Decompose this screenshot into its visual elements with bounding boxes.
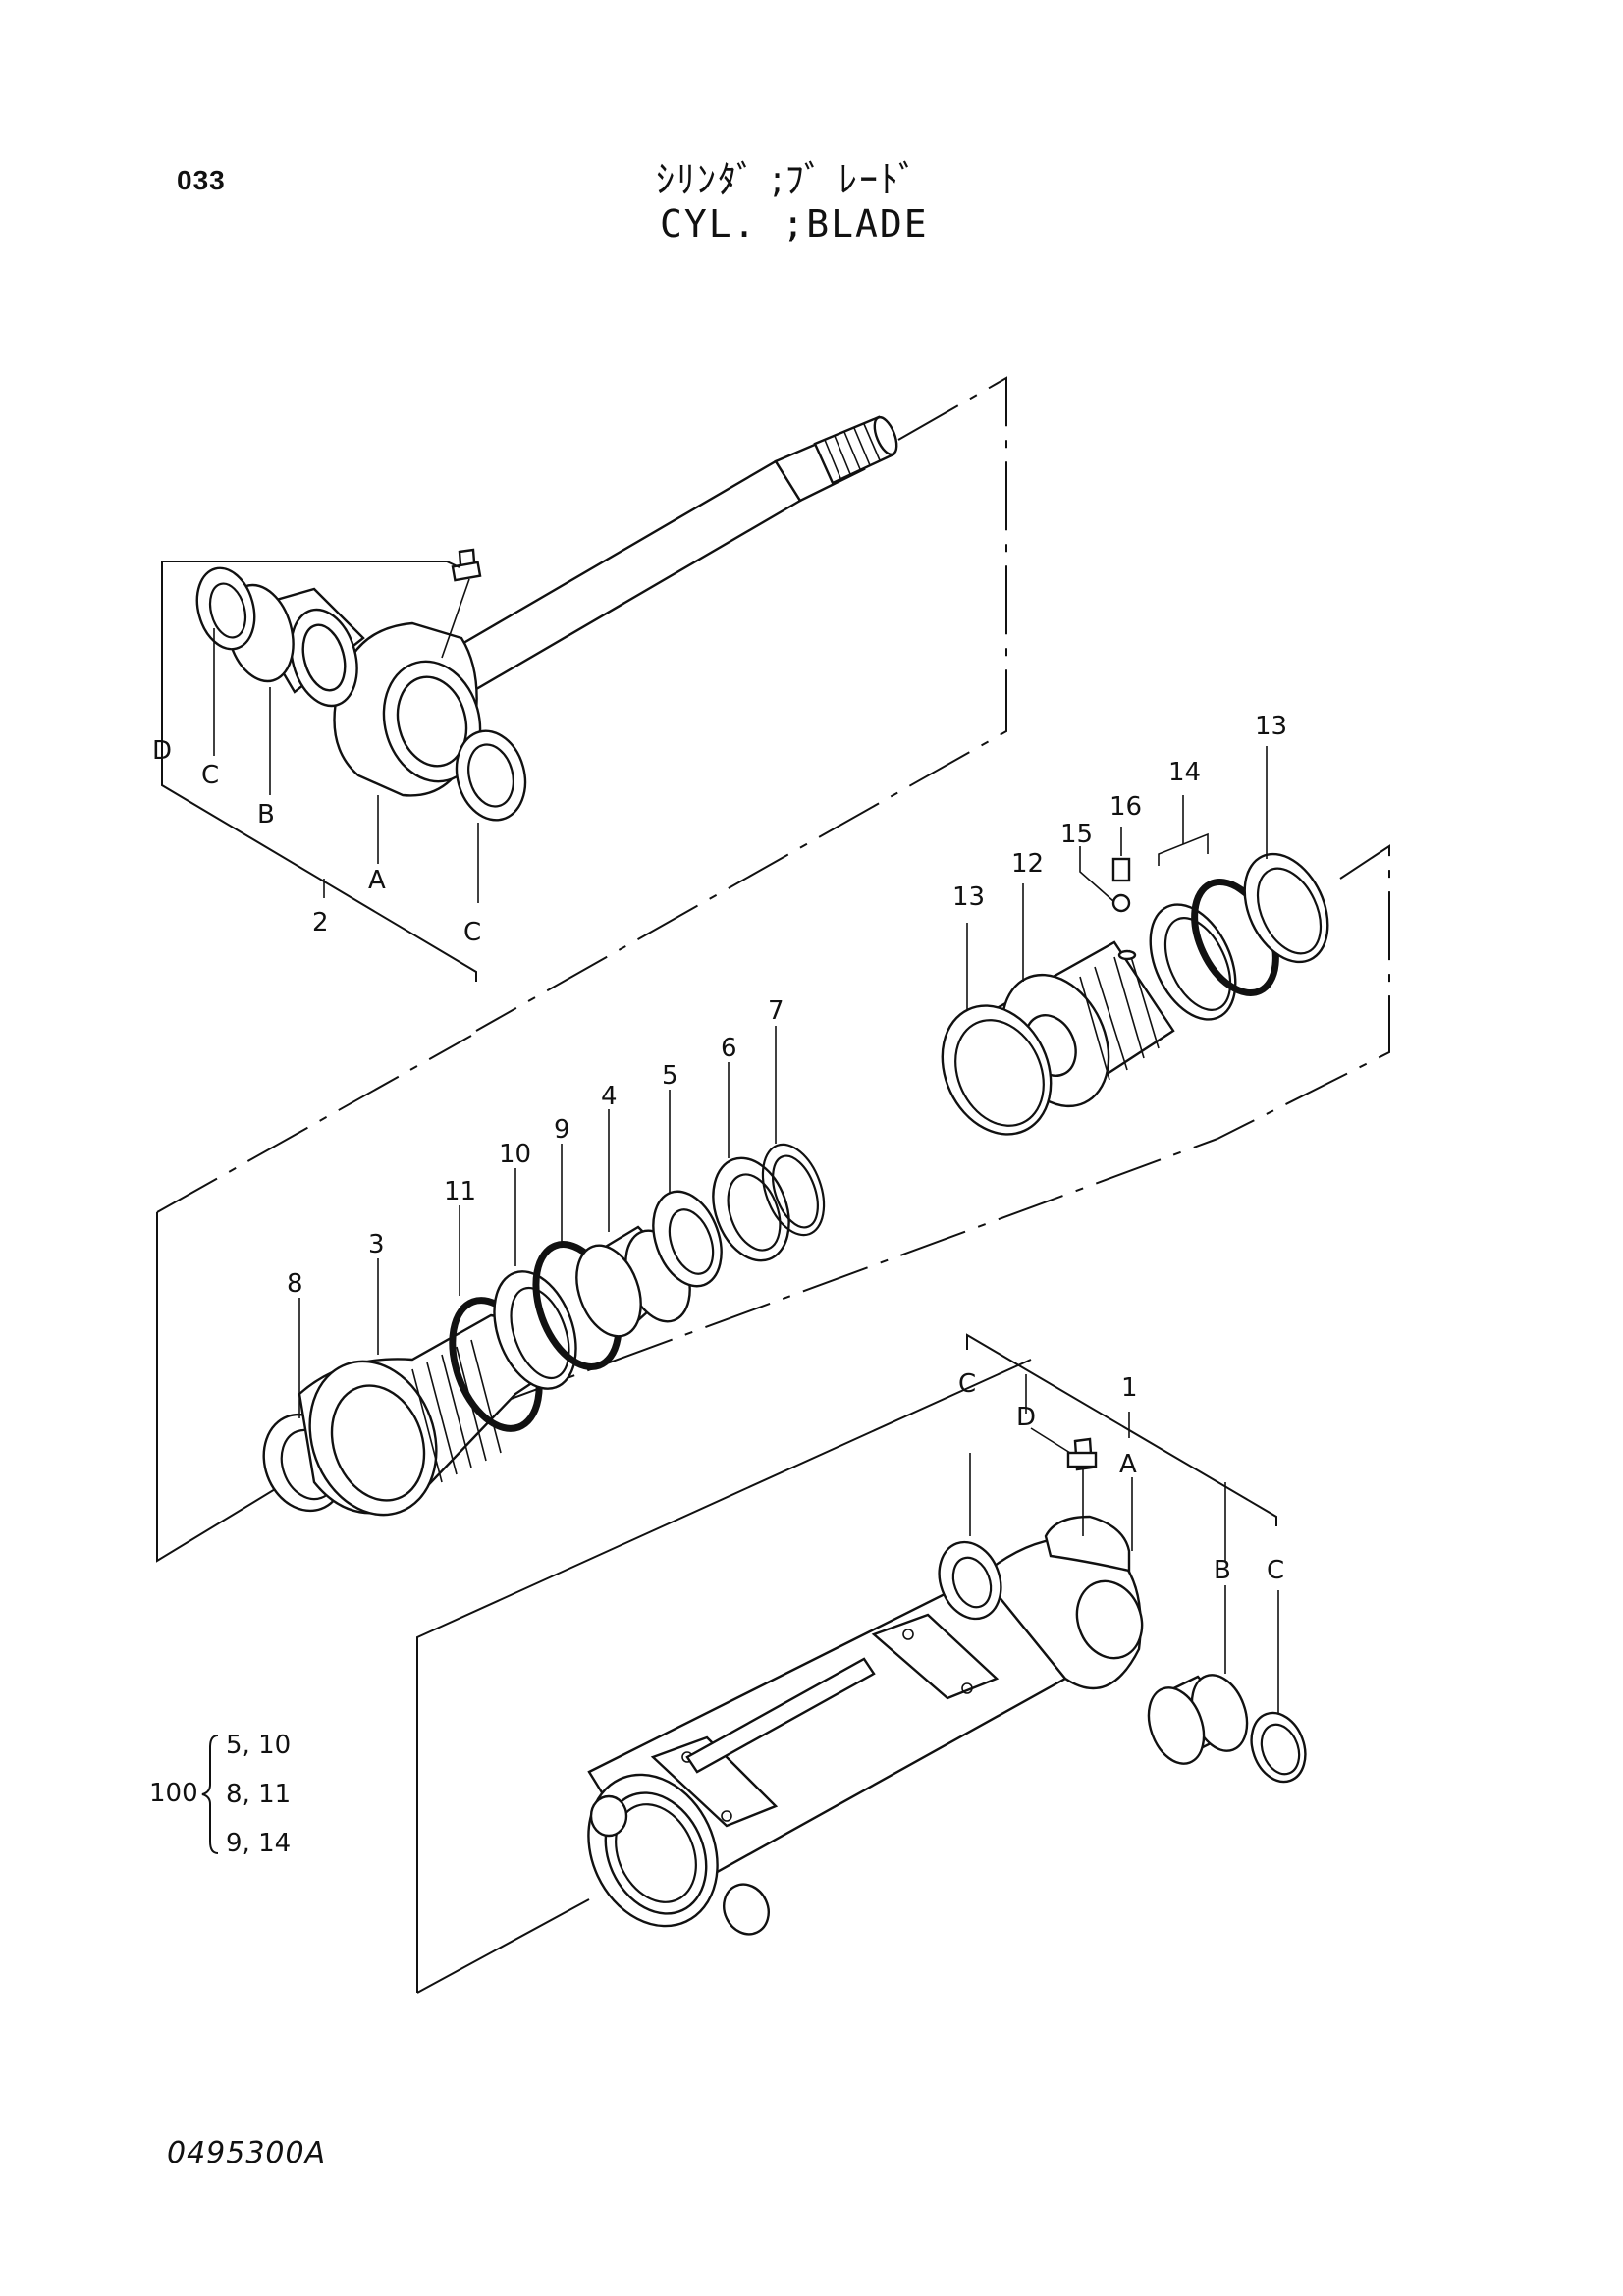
rod-thread: [813, 415, 898, 485]
gland-boundary-top: [156, 1035, 472, 1213]
rod-label-B: B: [257, 800, 275, 829]
rod-dust-seal-right: [455, 729, 527, 822]
page-code: 033: [177, 165, 226, 195]
rod-boundary-dashed: [475, 376, 1007, 1032]
tube-bracket-top: [966, 1333, 1277, 1526]
rod-label-C-left: C: [201, 761, 219, 790]
tube-bushing: [1147, 1674, 1249, 1765]
part-10-backup-ring: [493, 1270, 577, 1390]
kit-row-2: 8, 11: [226, 1780, 291, 1809]
rod-label-C-right: C: [463, 918, 481, 947]
part-5-seal: [652, 1190, 723, 1288]
callout-10: 10: [499, 1140, 531, 1169]
kit-number: 100: [149, 1779, 198, 1808]
callout-11: 11: [444, 1177, 476, 1206]
tube-label-C-right: C: [1267, 1556, 1284, 1585]
tube-boundary: [416, 1359, 1032, 1993]
part-3-gland: [298, 1313, 532, 1517]
part-13-ring-right: [1243, 852, 1329, 964]
callout-14: 14: [1168, 758, 1201, 787]
rod-dust-seal-left: [195, 566, 256, 651]
callout-9: 9: [554, 1115, 570, 1145]
piston-rod: [445, 459, 802, 694]
kit-row-1: 5, 10: [226, 1731, 291, 1760]
tube-rear-head: [980, 1515, 1144, 1690]
tube-label-D: D: [1016, 1403, 1036, 1432]
rod-label-D: D: [152, 736, 172, 766]
tube-dust-seal-left: [938, 1540, 1002, 1621]
tube-label-B: B: [1214, 1556, 1231, 1585]
callout-8: 8: [287, 1269, 303, 1299]
tube-label-C-left: C: [958, 1369, 976, 1399]
rod-eye: [333, 621, 482, 797]
part-6-backup-ring: [712, 1156, 790, 1262]
tube-port-bracket-rear: [871, 1613, 1000, 1700]
part-7-snap-ring: [761, 1143, 826, 1237]
part-16-set-screw: [1111, 857, 1131, 882]
callout-16: 16: [1109, 792, 1142, 822]
tube-dust-seal-right: [1250, 1711, 1307, 1784]
callout-15: 15: [1060, 820, 1093, 849]
tube-port-bracket-front: [589, 1735, 779, 1936]
callout-13-left: 13: [952, 882, 985, 912]
drawing-reference-number: 0495300A: [167, 2136, 327, 2170]
callout-13-right: 13: [1255, 712, 1287, 741]
rod-bracket-left: [161, 561, 477, 982]
callout-3: 3: [368, 1230, 385, 1259]
callout-5: 5: [662, 1061, 678, 1091]
callout-1: 1: [1121, 1373, 1138, 1403]
callout-6: 6: [721, 1034, 737, 1063]
kit-brace: [201, 1735, 219, 1854]
rod-bracket-top: [162, 561, 460, 568]
part-13-ring-left: [941, 1004, 1053, 1136]
title-japanese: ｼﾘﾝﾀﾞ ;ﾌﾞ ﾚｰﾄﾞ: [656, 158, 919, 201]
rod-assembly: D C B A 2 C: [152, 376, 1007, 1032]
callout-12: 12: [1011, 849, 1044, 879]
piston-gland-group: 8 3 11 10 9 4 5 6 7: [156, 712, 1390, 1563]
part-15-ball: [1111, 893, 1131, 913]
callout-2: 2: [312, 908, 329, 937]
callout-4: 4: [601, 1082, 618, 1111]
gland-boundary-right: [1217, 844, 1390, 1140]
seal-kit-legend: 100 5, 10 8, 11 9, 14: [149, 1731, 291, 1858]
kit-row-3: 9, 14: [226, 1829, 291, 1858]
callout-7: 7: [768, 996, 784, 1026]
cylinder-tube-assembly: C 1 D A B C: [416, 1333, 1307, 1994]
title-english: CYL. ;BLADE: [660, 202, 929, 245]
tube-grease-fitting: [1066, 1437, 1098, 1536]
tube-label-A: A: [1119, 1450, 1137, 1479]
tube-boundary-bottom: [416, 1898, 590, 1994]
tube-pipe: [685, 1657, 876, 1774]
rod-label-A: A: [368, 866, 386, 895]
gland-boundary-left: [156, 1212, 291, 1563]
